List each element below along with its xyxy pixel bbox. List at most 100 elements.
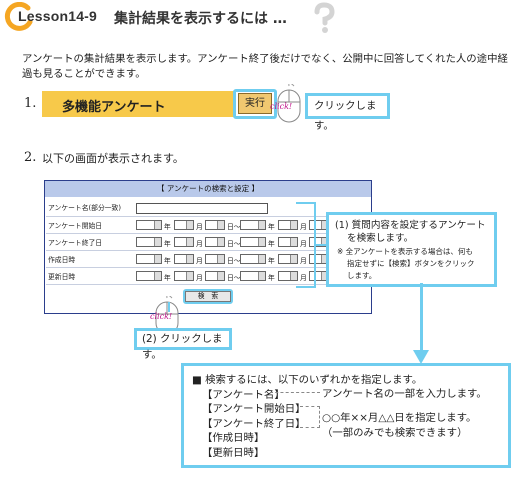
help-desc-note: （一部のみでも検索できます） <box>322 427 468 439</box>
date-select[interactable] <box>136 237 162 247</box>
arrow-down-icon <box>413 350 429 364</box>
exec-button[interactable]: 実行 <box>238 93 272 114</box>
dropdown-arrow-icon <box>217 255 224 263</box>
callout-note: ※ 全アンケートを表示する場合は、何も <box>337 247 473 256</box>
date-unit-label: 年 <box>164 274 171 282</box>
dropdown-arrow-icon <box>186 238 193 246</box>
dialog-title: 【 アンケートの検索と設定 】 <box>45 181 371 197</box>
callout-title: (1) 質問内容を設定するアンケート <box>335 220 486 231</box>
date-unit-label: 年 <box>268 274 275 282</box>
survey-name-input[interactable] <box>136 203 268 214</box>
intro-text: アンケートの集計結果を表示します。アンケート終了後だけでなく、公開中に回答してく… <box>22 53 508 80</box>
dropdown-arrow-icon <box>217 221 224 229</box>
bracket-connector <box>316 244 326 246</box>
date-unit-label: 年 <box>268 223 275 231</box>
date-select[interactable] <box>174 254 194 264</box>
date-select[interactable] <box>205 220 225 230</box>
callout-click: クリックします。 <box>305 93 390 132</box>
date-select[interactable] <box>205 237 225 247</box>
step-text: 以下の画面が表示されます。 <box>42 152 184 165</box>
dropdown-arrow-icon <box>290 272 297 280</box>
date-unit-label: 月 <box>196 240 203 248</box>
leader-bracket <box>300 406 320 428</box>
date-unit-label: 月 <box>300 257 307 265</box>
lesson-number: Lesson14-9 <box>18 8 98 24</box>
date-select[interactable] <box>278 237 298 247</box>
date-select[interactable] <box>174 237 194 247</box>
help-desc-name: アンケート名の一部を入力します。 <box>322 388 487 400</box>
callout-title: を検索します。 <box>347 233 414 244</box>
date-unit-label: 年 <box>268 257 275 265</box>
date-unit-label: 年 <box>164 240 171 248</box>
dropdown-arrow-icon <box>290 238 297 246</box>
date-unit-label: 月 <box>196 257 203 265</box>
dropdown-arrow-icon <box>217 238 224 246</box>
date-select[interactable] <box>240 220 266 230</box>
date-select[interactable] <box>278 254 298 264</box>
dropdown-arrow-icon <box>321 238 328 246</box>
row-divider <box>46 284 370 285</box>
date-unit-label: 日～ <box>227 257 241 265</box>
mouse-icon <box>155 296 179 335</box>
dropdown-arrow-icon <box>154 272 161 280</box>
date-select[interactable] <box>174 220 194 230</box>
date-unit-label: 月 <box>300 223 307 231</box>
dropdown-arrow-icon <box>258 255 265 263</box>
date-unit-label: 年 <box>164 223 171 231</box>
dropdown-arrow-icon <box>321 272 328 280</box>
callout-note: 指定せずに【検索】ボタンをクリック <box>347 259 475 268</box>
callout-click-search: (2) クリックします。 <box>134 328 232 361</box>
question-mark-icon <box>314 2 335 33</box>
bracket-highlight <box>296 202 316 288</box>
menu-label: 多機能アンケート <box>62 100 166 115</box>
date-select[interactable] <box>240 254 266 264</box>
row-divider <box>46 216 370 217</box>
date-unit-label: 日～ <box>227 240 241 248</box>
date-select[interactable] <box>278 220 298 230</box>
date-select[interactable] <box>174 271 194 281</box>
date-select[interactable] <box>205 271 225 281</box>
help-item: 【更新日時】 <box>202 446 265 459</box>
date-unit-label: 日～ <box>227 223 241 231</box>
date-select[interactable] <box>278 271 298 281</box>
dropdown-arrow-icon <box>217 272 224 280</box>
dropdown-arrow-icon <box>290 221 297 229</box>
row-divider <box>46 267 370 268</box>
row-divider <box>46 233 370 234</box>
date-select[interactable] <box>136 254 162 264</box>
row-label: アンケート名(部分一致) <box>48 204 121 212</box>
help-item: 【アンケート終了日】 <box>202 417 306 430</box>
date-select[interactable] <box>240 271 266 281</box>
date-unit-label: 月 <box>196 223 203 231</box>
help-item: 【作成日時】 <box>202 432 265 445</box>
menu-bar <box>42 91 237 117</box>
date-select[interactable] <box>136 220 162 230</box>
date-select[interactable] <box>136 271 162 281</box>
date-unit-label: 日～ <box>227 274 241 282</box>
dropdown-arrow-icon <box>290 255 297 263</box>
dropdown-arrow-icon <box>321 221 328 229</box>
dropdown-arrow-icon <box>154 255 161 263</box>
help-item: 【アンケート開始日】 <box>202 403 306 416</box>
date-unit-label: 年 <box>268 240 275 248</box>
search-button[interactable]: 検 索 <box>185 291 231 302</box>
click-label: click! <box>270 102 293 111</box>
date-select[interactable] <box>240 237 266 247</box>
dropdown-arrow-icon <box>258 272 265 280</box>
date-select[interactable] <box>205 254 225 264</box>
date-unit-label: 年 <box>164 257 171 265</box>
step-number: 1. <box>24 96 37 111</box>
dropdown-arrow-icon <box>186 255 193 263</box>
lesson-logo-icon <box>4 2 33 31</box>
row-label: 更新日時 <box>48 273 76 281</box>
dropdown-arrow-icon <box>258 238 265 246</box>
callout-note: します。 <box>347 271 377 280</box>
dropdown-arrow-icon <box>321 255 328 263</box>
row-label: アンケート開始日 <box>48 222 103 230</box>
date-unit-label: 月 <box>300 274 307 282</box>
row-label: アンケート終了日 <box>48 239 103 247</box>
callout-search-info: (1) 質問内容を設定するアンケート を検索します。 ※ 全アンケートを表示する… <box>326 212 497 287</box>
callout-search-help: ■ 検索するには、以下のいずれかを指定します。 【アンケート名】 【アンケート開… <box>181 363 511 468</box>
connector-line <box>168 302 170 312</box>
arrow-line <box>420 283 423 353</box>
